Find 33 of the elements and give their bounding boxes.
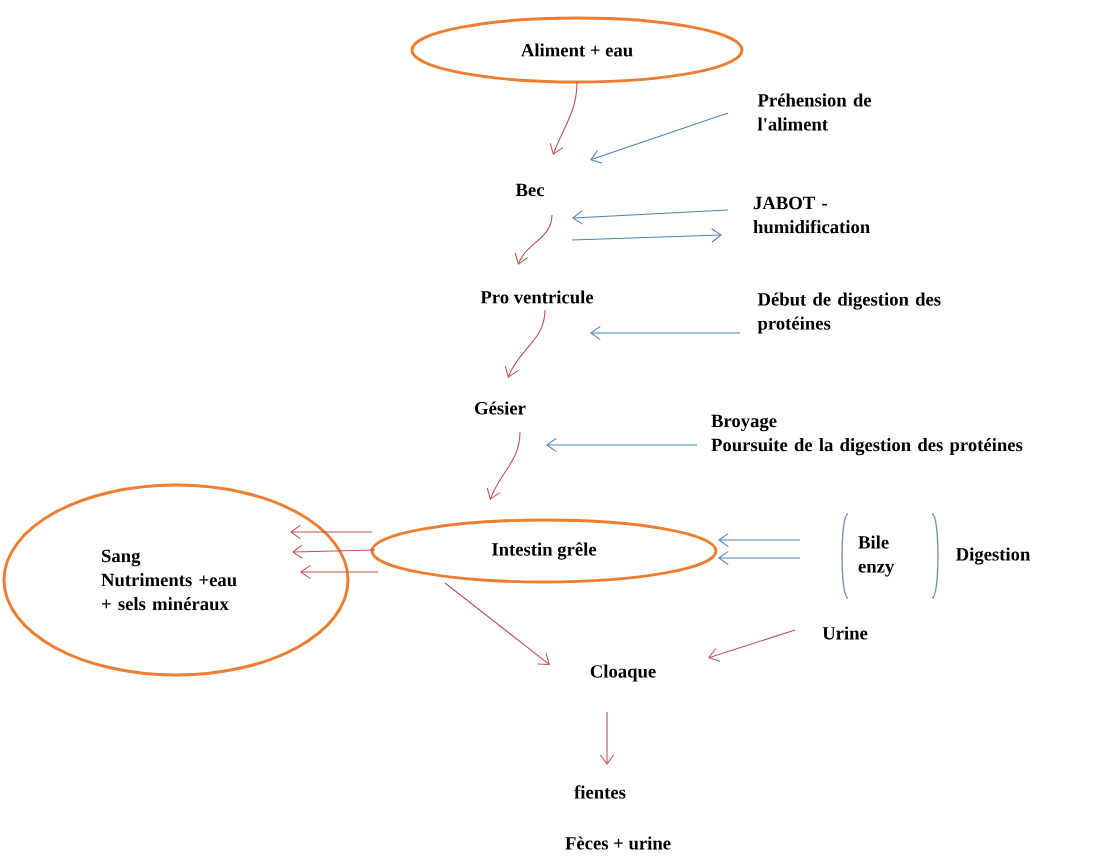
arrow bbox=[590, 112, 729, 164]
arrow bbox=[290, 524, 373, 540]
ellipse-node: Sang Nutriments +eau + sels minéraux bbox=[2, 483, 350, 677]
arrow bbox=[444, 582, 550, 665]
arrow bbox=[718, 532, 801, 548]
stage-label: Bec bbox=[515, 183, 545, 197]
arrow bbox=[546, 437, 698, 453]
side-label: Fèces + urine bbox=[565, 836, 671, 850]
arrow bbox=[292, 544, 376, 559]
stage-label: Pro ventricule bbox=[480, 290, 594, 304]
arrow bbox=[571, 228, 722, 243]
side-label: Digestion bbox=[956, 547, 1031, 565]
arrow bbox=[599, 711, 615, 765]
stage-label: Gésier bbox=[475, 401, 526, 415]
ellipse-node: Aliment + eau bbox=[410, 16, 744, 84]
ellipse-node: Intestin grêle bbox=[370, 518, 718, 584]
bracketed-text: Bile enzy bbox=[841, 513, 939, 599]
arrow bbox=[514, 214, 553, 265]
arrow bbox=[718, 550, 801, 566]
stage-label: Urine bbox=[822, 626, 868, 640]
arrow bbox=[504, 309, 546, 378]
arrow bbox=[300, 564, 379, 580]
arrow bbox=[486, 431, 521, 500]
stage-label: Début de digestion des protéines bbox=[757, 292, 941, 334]
stage-label: Préhension de l'aliment bbox=[757, 93, 872, 131]
arrow bbox=[549, 81, 578, 155]
stage-label: fientes bbox=[574, 785, 626, 799]
arrow bbox=[708, 629, 796, 662]
stage-label: Broyage Poursuite de la digestion des protéines bbox=[711, 414, 1023, 456]
arrow bbox=[590, 325, 741, 341]
stage-label: Cloaque bbox=[590, 664, 656, 682]
arrow bbox=[572, 209, 729, 225]
stage-label: JABOT - humidification bbox=[753, 196, 870, 234]
